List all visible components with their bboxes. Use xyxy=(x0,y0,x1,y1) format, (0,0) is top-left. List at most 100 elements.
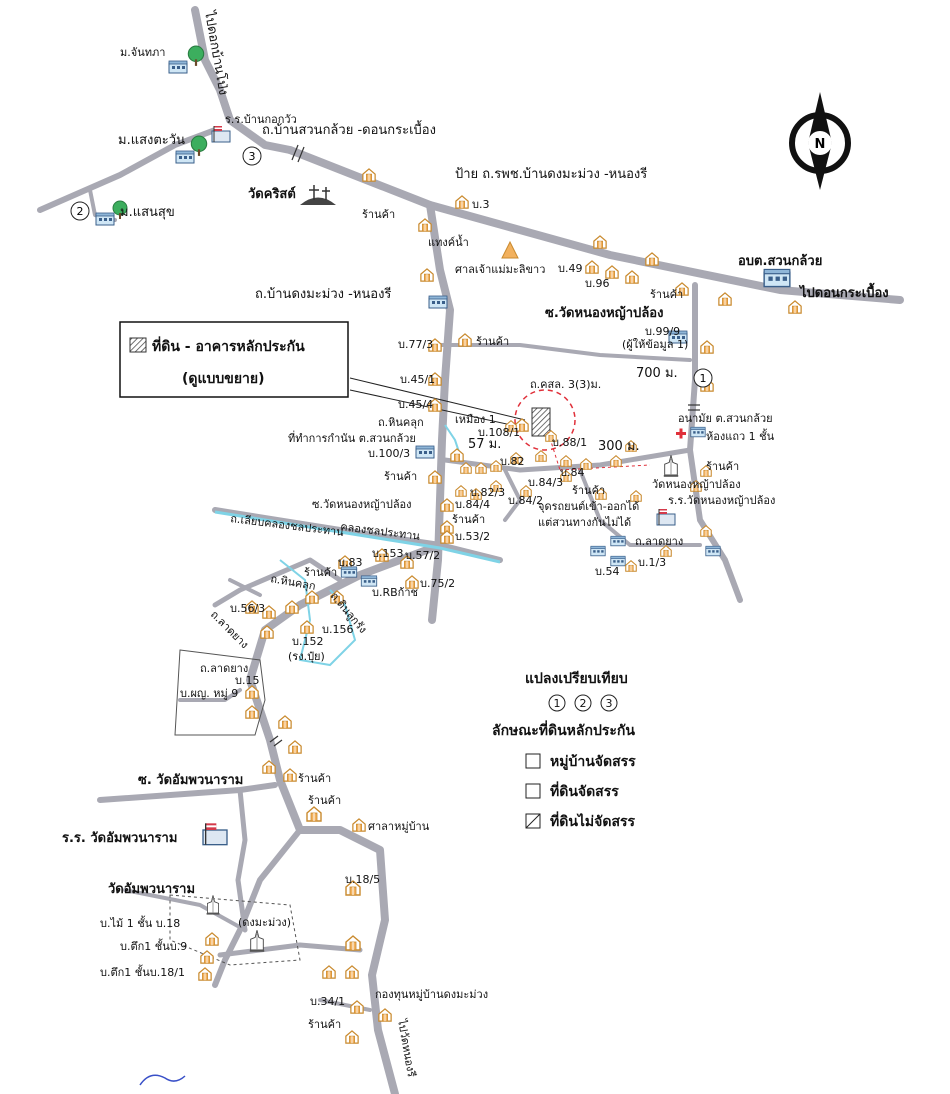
label-dist-57: 57 ม. xyxy=(468,437,501,452)
subject-parcel-circle xyxy=(514,389,576,451)
label-road-canal: ถ.เลียบคลองชลประทาน xyxy=(230,512,345,539)
legend-box-title: ที่ดิน - อาคารหลักประกัน xyxy=(152,336,305,355)
label-car-note-1: จุดรถยนต์เข้า-ออกได้ xyxy=(538,500,639,513)
marker-1 xyxy=(693,368,713,388)
label-shop-11: ร้านค้า xyxy=(308,1018,341,1031)
legend-compare-title: แปลงเปรียบเทียบ xyxy=(525,671,628,687)
house-icon xyxy=(625,560,637,572)
label-dist-700: 700 ม. xyxy=(636,366,678,381)
health-cross-icon xyxy=(676,428,686,439)
hall-icon xyxy=(352,818,366,832)
subject-parcel xyxy=(531,407,551,437)
label-janthapa: ม.จันทภา xyxy=(120,46,165,59)
label-school-nongya: ร.ร.วัดหนองหญ้าปล้อง xyxy=(668,494,775,507)
label-road-suankluai: ถ.บ้านสวนกล้วย -ดอนกระเบื้อง xyxy=(262,120,436,138)
label-shrine: ศาลเจ้าแม่มะลิขาว xyxy=(455,263,545,276)
label-shop-4: ร้านค้า xyxy=(384,470,417,483)
label-road-latyang-3: ถ.ลาดยาง xyxy=(200,662,248,675)
label-village-hall: ศาลาหมู่บ้าน xyxy=(368,820,430,833)
house-icon xyxy=(362,168,376,182)
label-b18-5: บ.18/5 xyxy=(345,873,380,886)
house-icon xyxy=(610,455,622,467)
house-icon xyxy=(345,1030,359,1044)
north-label: N xyxy=(815,137,826,152)
label-shop-3: ร้านค้า xyxy=(476,335,509,348)
label-b152: บ.152 xyxy=(292,635,323,648)
building-icon xyxy=(610,535,626,547)
label-wat-christ: วัดคริสต์ xyxy=(248,186,296,202)
label-b49: บ.49 xyxy=(558,262,582,275)
label-row-house: ห้องแถว 1 ชั้น xyxy=(706,428,775,443)
label-well: เหมือง 1 xyxy=(455,413,496,426)
label-b84-3: บ.84/3 xyxy=(528,476,563,489)
label-sign-road: ป้าย ถ.รพช.บ้านดงมะม่วง -หนองรี xyxy=(455,166,647,182)
label-shop-9: ร้านค้า xyxy=(298,772,331,785)
house-icon xyxy=(718,292,732,306)
label-saensuk: ม.แสนสุข xyxy=(120,205,175,220)
house-icon xyxy=(645,252,659,266)
legend-box-subtitle: (ดูแบบขยาย) xyxy=(182,371,265,387)
house-icon xyxy=(306,806,322,822)
legend-not-allotted: ที่ดินไม่จัดสรร xyxy=(550,811,636,830)
marker-3-label: 3 xyxy=(249,150,256,163)
label-house-brick-9: บ.ตึก1 ชั้นบ.9 xyxy=(120,938,187,953)
label-b88-1: บ.88/1 xyxy=(552,436,587,449)
comparison-markers: 3 2 1 xyxy=(70,146,713,388)
church-icon xyxy=(300,185,336,205)
house-icon xyxy=(455,195,469,209)
house-icon xyxy=(455,485,467,497)
house-icon xyxy=(198,967,212,981)
canal xyxy=(214,510,501,564)
label-shop-7: ร้านค้า xyxy=(452,513,485,526)
label-health-center: อนามัย ต.สวนกล้วย xyxy=(678,412,773,425)
label-b82: บ.82 xyxy=(500,455,524,468)
label-dist-300: 300 ม. xyxy=(598,439,640,454)
house-icon xyxy=(322,965,336,979)
label-b34-1: บ.34/1 xyxy=(310,995,345,1008)
health-center-icon xyxy=(690,426,706,438)
label-house-wood: บ.ไม้ 1 ชั้น บ.18 xyxy=(100,915,180,930)
label-b156: บ.156 xyxy=(322,623,353,636)
label-road-kor-sor-lor: ถ.คสล. 3(3)ม. xyxy=(530,378,601,391)
house-icon xyxy=(205,932,219,946)
label-to-wat-nongri: ไปวัดหนองรี xyxy=(395,1017,418,1078)
school-flag-icon xyxy=(202,822,228,846)
label-shop-5: ร้านค้า xyxy=(706,460,739,473)
label-b1-3: บ.1/3 xyxy=(638,556,666,569)
building-icon xyxy=(705,545,721,557)
label-house-brick-18-1: บ.ตึก1 ชั้นบ.18/1 xyxy=(100,964,185,979)
building-icon xyxy=(168,60,188,74)
label-saengtawan: ม.แสงตะวัน xyxy=(118,133,185,148)
house-icon xyxy=(450,448,464,462)
north-arrow: N xyxy=(789,92,851,190)
legend-num-3: 3 xyxy=(606,697,613,710)
label-b84-4: บ.84/4 xyxy=(455,498,490,511)
building-icon xyxy=(95,212,115,226)
map-labels: ไปดอกบ้านโป่ง ม.จันทภา ร.ร.บ้านกอกวัว ถ.… xyxy=(62,9,889,1078)
label-obt: อบต.สวนกล้วย xyxy=(738,253,822,269)
label-b54: บ.54 xyxy=(595,565,619,578)
label-wat-nongya: วัดหนองหญ้าปล้อง xyxy=(652,478,741,491)
house-icon xyxy=(200,950,214,964)
house-icon xyxy=(420,268,434,282)
label-rb-check: บ.RBก้าช xyxy=(372,586,418,599)
label-b83: บ.83 xyxy=(338,556,362,569)
road-main-east xyxy=(286,146,904,304)
label-fund: กองทุนหมู่บ้านดงมะม่วง xyxy=(375,988,488,1001)
label-b15: บ.15 xyxy=(235,674,259,687)
house-icon xyxy=(788,300,802,314)
shrine-icon xyxy=(501,240,519,259)
label-tank: แทงค์น้ำ xyxy=(428,234,469,249)
signature xyxy=(139,1074,186,1086)
road-canal-side xyxy=(212,507,503,563)
label-b45-4: บ.45/4 xyxy=(398,398,433,411)
building-icon xyxy=(415,445,435,459)
legend-village: หมู่บ้านจัดสรร xyxy=(550,754,636,770)
label-road-hinkluk: ถ.หินคลุก xyxy=(378,416,424,429)
label-soi-wat-nongya-2: ซ.วัดหนองหญ้าปล้อง xyxy=(312,498,412,511)
label-school-amphawan: ร.ร. วัดอัมพวนาราม xyxy=(62,831,177,846)
marker-1-label: 1 xyxy=(700,372,707,385)
office-building-icon xyxy=(763,268,791,288)
legend-land-type-title: ลักษณะที่ดินหลักประกัน xyxy=(492,720,635,739)
